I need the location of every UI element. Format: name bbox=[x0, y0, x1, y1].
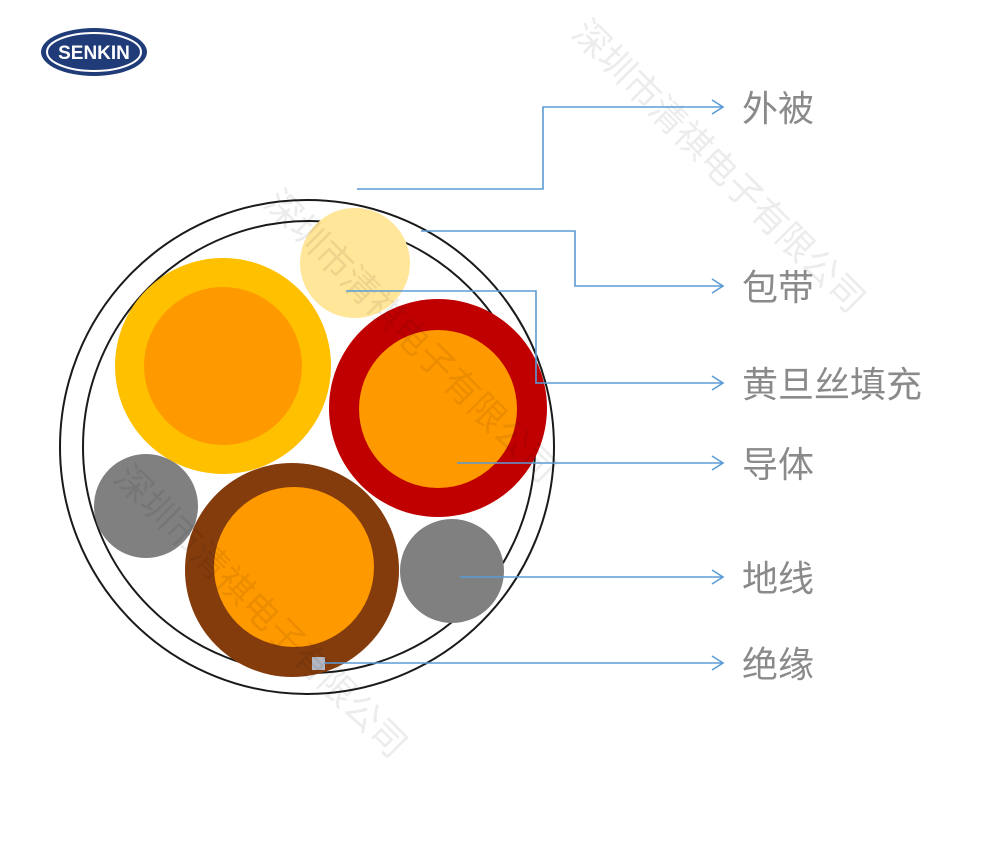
leader-outer-sheath bbox=[357, 106, 722, 190]
senkin-logo: SENKIN bbox=[41, 28, 147, 76]
leader-jute-filler bbox=[346, 290, 722, 384]
arrow-icon bbox=[711, 569, 725, 585]
ground-wire-right bbox=[400, 519, 504, 623]
label-wrapping-tape: 包带 bbox=[742, 268, 814, 309]
arrow-icon bbox=[711, 278, 725, 294]
core-yellow bbox=[115, 258, 331, 474]
arrow-icon bbox=[711, 375, 725, 391]
label-outer-sheath: 外被 bbox=[742, 89, 814, 130]
conductor-red-core bbox=[359, 330, 517, 488]
label-insulation: 绝缘 bbox=[742, 645, 814, 686]
cable bbox=[59, 199, 555, 695]
leader-wrapping-tape bbox=[421, 230, 722, 287]
logo-ring bbox=[46, 32, 142, 72]
arrow-icon bbox=[711, 455, 725, 471]
labels: 外被 包带 黄旦丝填充 导体 地线 绝缘 bbox=[742, 89, 922, 686]
label-ground-wire: 地线 bbox=[742, 559, 814, 600]
leader-lines bbox=[324, 99, 725, 671]
arrow-icon bbox=[711, 99, 725, 115]
conductor-brown-core bbox=[214, 487, 374, 647]
conductor-yellow-core bbox=[144, 287, 302, 445]
label-jute-filler: 黄旦丝填充 bbox=[742, 365, 922, 406]
core-red bbox=[329, 299, 547, 517]
logo-text: SENKIN bbox=[58, 43, 130, 64]
core-brown bbox=[185, 463, 399, 677]
arrow-icon bbox=[711, 655, 725, 671]
insulation-marker bbox=[312, 657, 325, 670]
logo-oval bbox=[41, 28, 147, 76]
ground-wire-left bbox=[94, 454, 198, 558]
label-conductor: 导体 bbox=[742, 445, 814, 486]
watermark-text-1: 深圳市清祺电子有限公司 bbox=[564, 12, 873, 321]
